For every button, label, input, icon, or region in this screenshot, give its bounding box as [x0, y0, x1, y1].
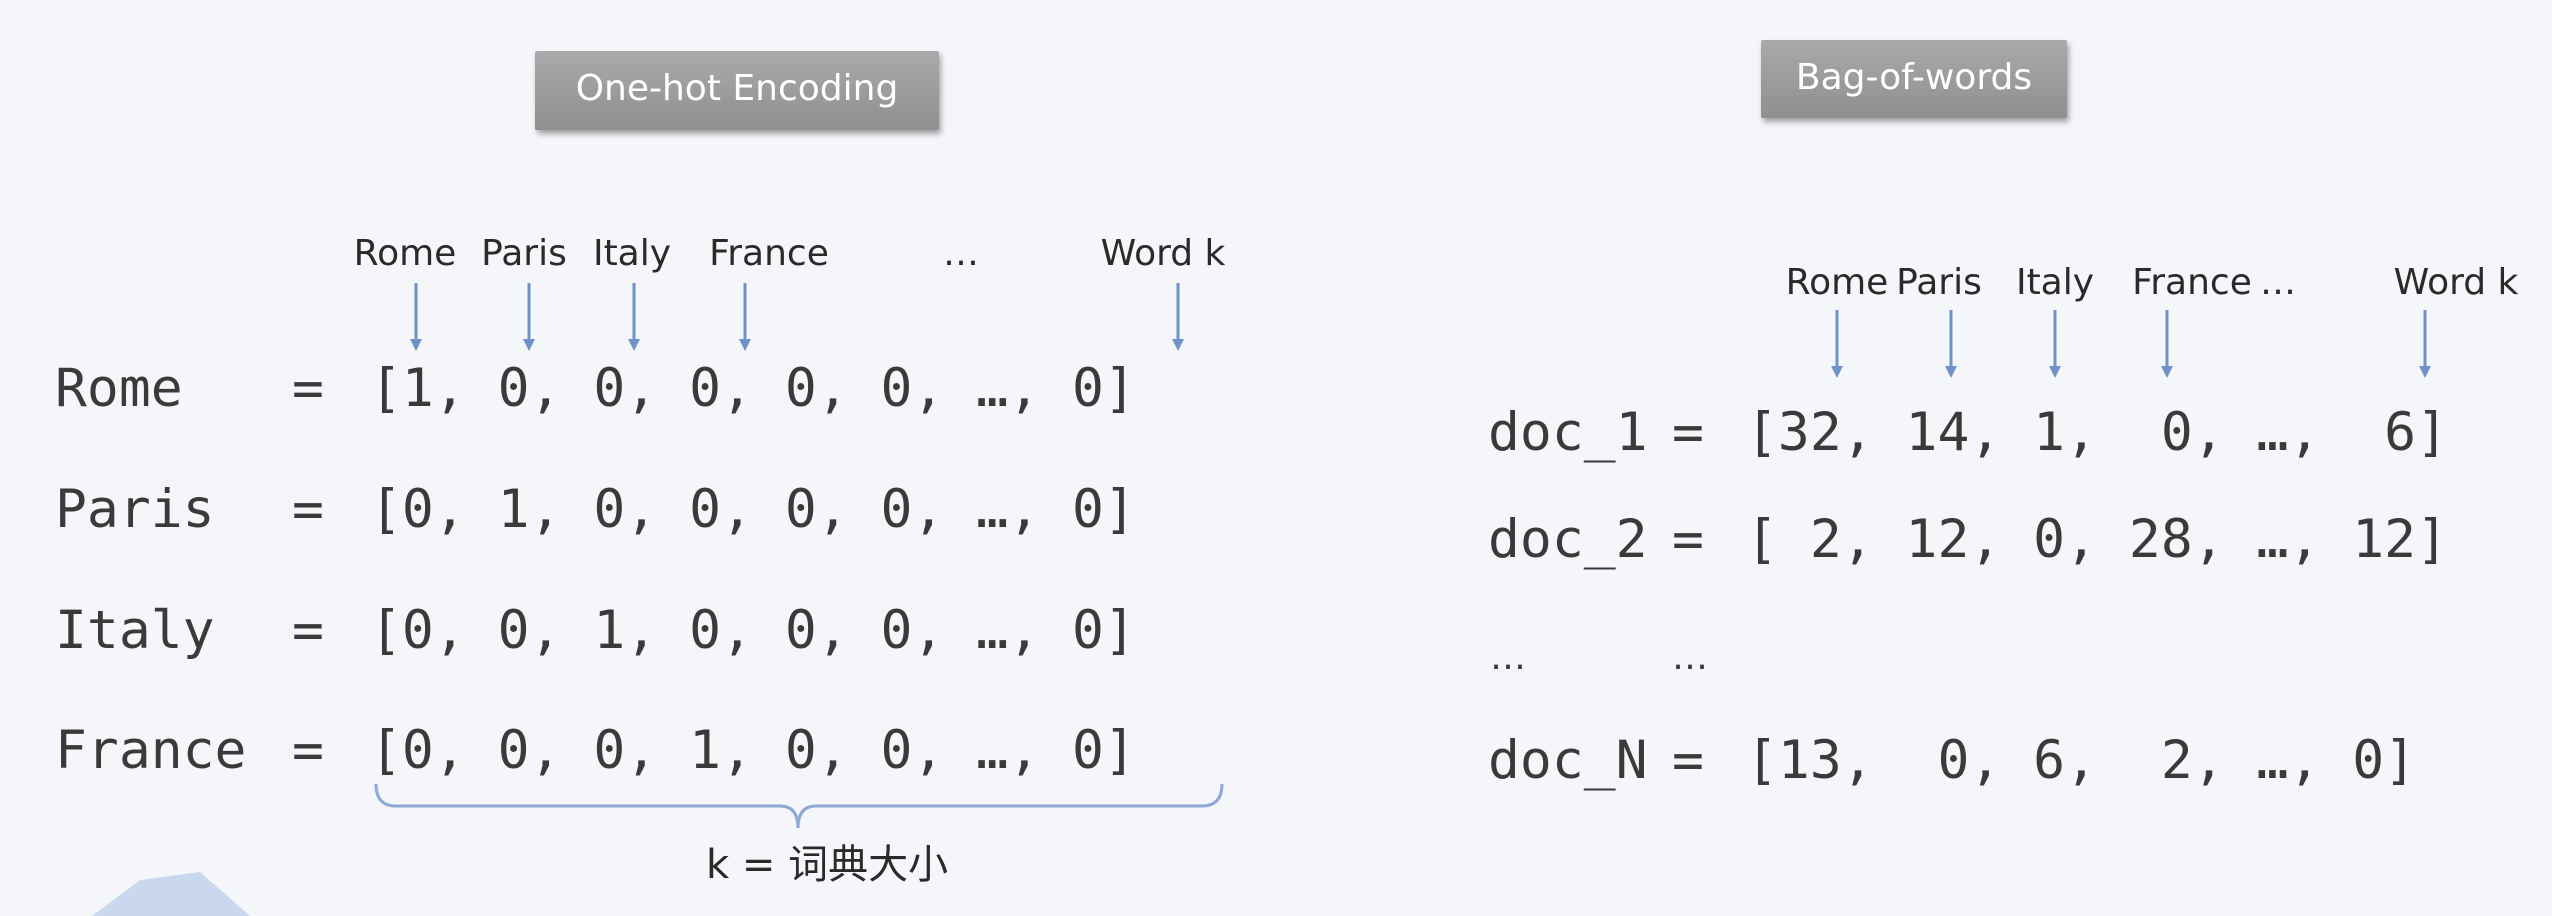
onehot-col-word-k: Word k: [1100, 233, 1226, 274]
bow-title: Bag-of-words: [1761, 40, 2067, 118]
bow-row-vector: [ 2, 12, 0, 28, …, 12]: [1746, 509, 2448, 570]
bow-col-word-k: Word k: [2393, 262, 2519, 303]
bow-row-label: doc_1: [1488, 402, 1648, 463]
onehot-col-france: France: [709, 233, 829, 274]
onehot-equals: =: [292, 600, 324, 661]
corner-decoration: [92, 872, 250, 916]
onehot-title: One-hot Encoding: [535, 51, 939, 130]
onehot-equals: =: [292, 720, 324, 781]
bow-col-ellipsis: …: [2260, 262, 2296, 303]
bow-row-label: doc_N: [1488, 730, 1648, 791]
onehot-row-vector: [0, 0, 0, 1, 0, 0, …, 0]: [370, 720, 1136, 781]
bow-equals: =: [1672, 509, 1704, 570]
bow-equals: =: [1672, 730, 1704, 791]
brace-label: k = 词典大小: [706, 842, 949, 888]
onehot-col-rome: Rome: [353, 233, 457, 274]
onehot-row-label: Paris: [55, 479, 215, 540]
onehot-col-ellipsis: …: [943, 233, 979, 274]
bow-col-italy: Italy: [2015, 262, 2095, 303]
bow-row-vector: [32, 14, 1, 0, …, 6]: [1746, 402, 2448, 463]
onehot-equals: =: [292, 479, 324, 540]
onehot-row-vector: [1, 0, 0, 0, 0, 0, …, 0]: [370, 358, 1136, 419]
brace: [374, 783, 1224, 829]
onehot-row-label: Rome: [55, 358, 183, 419]
bow-row-label: doc_2: [1488, 509, 1648, 570]
onehot-row-vector: [0, 1, 0, 0, 0, 0, …, 0]: [370, 479, 1136, 540]
bow-col-paris: Paris: [1896, 262, 1982, 303]
bow-equals: =: [1672, 402, 1704, 463]
bow-row-vector: [13, 0, 6, 2, …, 0]: [1746, 730, 2417, 791]
onehot-col-paris: Paris: [481, 233, 567, 274]
onehot-equals: =: [292, 358, 324, 419]
bow-col-rome: Rome: [1785, 262, 1889, 303]
bow-col-france: France: [2132, 262, 2252, 303]
bow-ellipsis-left: …: [1490, 637, 1526, 678]
onehot-col-italy: Italy: [592, 233, 672, 274]
onehot-row-label: Italy: [55, 600, 215, 661]
onehot-row-vector: [0, 0, 1, 0, 0, 0, …, 0]: [370, 600, 1136, 661]
bow-ellipsis-right: …: [1672, 637, 1708, 678]
onehot-row-label: France: [55, 720, 247, 781]
